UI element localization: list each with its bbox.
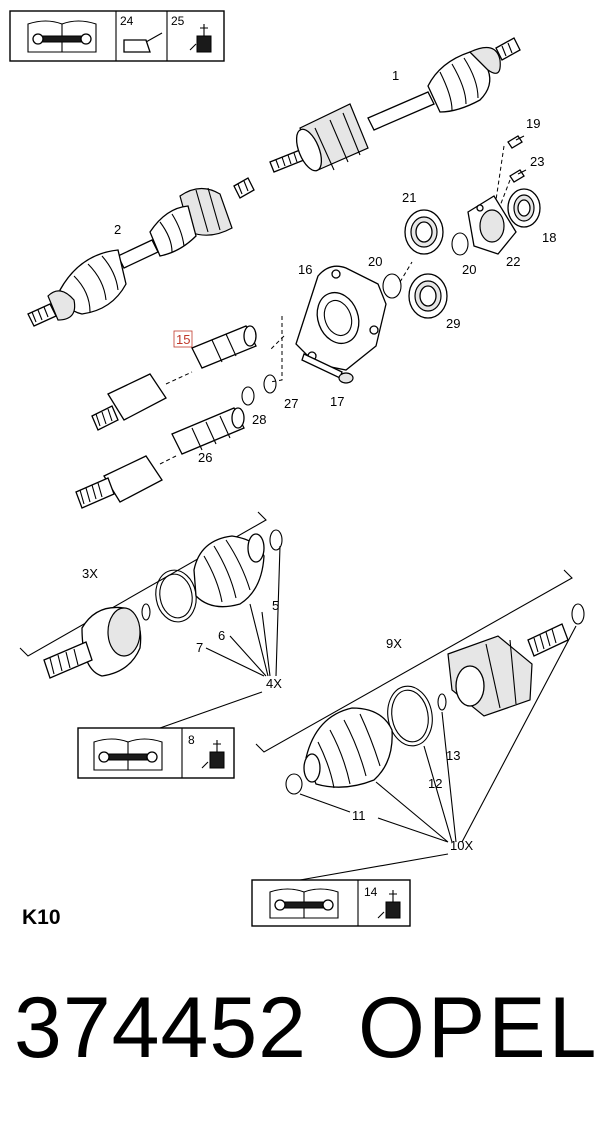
grease-tube-icon bbox=[201, 740, 225, 769]
reference-box-14: 14 bbox=[251, 879, 411, 927]
top-reference-box: 24 25 bbox=[9, 10, 225, 62]
bolt-19 bbox=[507, 135, 525, 149]
stub-shaft-upper bbox=[91, 373, 167, 431]
bolt-17 bbox=[301, 353, 354, 384]
assembly-line bbox=[495, 145, 505, 201]
clamp-5 bbox=[269, 529, 283, 551]
brand-name: OPEL bbox=[358, 980, 600, 1076]
label-19: 19 bbox=[526, 116, 540, 131]
page-code: K10 bbox=[22, 906, 61, 929]
label-11: 11 bbox=[352, 808, 366, 823]
bearing-bracket-16 bbox=[295, 265, 387, 371]
label-24: 24 bbox=[120, 14, 134, 28]
inner-tripod-housing bbox=[447, 623, 569, 717]
manual-book-icon bbox=[27, 20, 97, 53]
clamp-13 bbox=[437, 693, 447, 711]
label-8: 8 bbox=[188, 733, 195, 747]
manual-book-icon bbox=[93, 738, 163, 771]
seal-ring-28 bbox=[241, 386, 255, 406]
seal-ring-27 bbox=[263, 374, 277, 394]
clamp-7 bbox=[141, 603, 151, 621]
label-7: 7 bbox=[196, 640, 203, 655]
bearing-housing-22 bbox=[467, 195, 517, 255]
assembly-line bbox=[269, 316, 283, 383]
stub-shaft-lower bbox=[75, 455, 163, 509]
label-5: 5 bbox=[272, 598, 279, 613]
driveshaft-1 bbox=[269, 37, 521, 173]
leader-line-14 bbox=[299, 853, 449, 881]
label-25: 25 bbox=[171, 14, 185, 28]
boot-outer bbox=[193, 533, 265, 608]
kit-9x-bracket bbox=[255, 569, 573, 753]
grease-tube-icon bbox=[189, 24, 212, 53]
oil-can-icon bbox=[123, 32, 163, 53]
label-2: 2 bbox=[114, 222, 121, 237]
label-6: 6 bbox=[218, 628, 225, 643]
bearing-21 bbox=[404, 209, 444, 255]
label-15: 15 bbox=[176, 332, 190, 347]
label-26: 26 bbox=[198, 450, 212, 465]
kit-9x bbox=[255, 569, 585, 795]
label-1: 1 bbox=[392, 68, 399, 83]
label-23: 23 bbox=[530, 154, 544, 169]
label-20b: 20 bbox=[462, 262, 476, 277]
assembly-line bbox=[399, 261, 413, 283]
label-10x: 10X bbox=[450, 838, 473, 853]
label-13: 13 bbox=[446, 748, 460, 763]
label-28: 28 bbox=[252, 412, 266, 427]
bearing-18 bbox=[507, 188, 541, 228]
clamp-11 bbox=[285, 773, 303, 795]
assembly-line bbox=[165, 371, 193, 385]
kit-3x-bracket bbox=[19, 511, 267, 657]
kit-3x bbox=[19, 511, 283, 679]
grease-tube-icon bbox=[377, 890, 401, 919]
bolt-23 bbox=[509, 169, 527, 183]
circlip-20-left bbox=[382, 273, 402, 299]
driveshaft-2 bbox=[27, 177, 255, 327]
part-number: 374452 bbox=[14, 980, 307, 1076]
clamp-right bbox=[571, 603, 585, 625]
leader-lines-10x bbox=[299, 625, 577, 843]
label-27: 27 bbox=[284, 396, 298, 411]
label-20a: 20 bbox=[368, 254, 382, 269]
label-16: 16 bbox=[298, 262, 312, 277]
bearing-29 bbox=[408, 273, 448, 319]
assembly-line bbox=[499, 179, 511, 207]
reference-box-8: 8 bbox=[77, 727, 235, 779]
intermediate-shaft-15 bbox=[191, 325, 257, 369]
intermediate-shaft-26 bbox=[171, 407, 245, 455]
label-17: 17 bbox=[330, 394, 344, 409]
label-3x: 3X bbox=[82, 566, 98, 581]
label-22: 22 bbox=[506, 254, 520, 269]
leader-lines-4x bbox=[205, 545, 281, 677]
circlip-20-right bbox=[451, 232, 469, 256]
label-9x: 9X bbox=[386, 636, 402, 651]
label-4x: 4X bbox=[266, 676, 282, 691]
manual-book-icon bbox=[269, 888, 339, 919]
clamp-6 bbox=[155, 569, 197, 623]
leader-line-8 bbox=[159, 691, 263, 729]
label-15-highlight bbox=[173, 330, 193, 348]
boot-inner bbox=[303, 707, 393, 789]
label-29: 29 bbox=[446, 316, 460, 331]
label-18: 18 bbox=[542, 230, 556, 245]
outer-cv-joint bbox=[43, 606, 142, 679]
label-21: 21 bbox=[402, 190, 416, 205]
label-14: 14 bbox=[364, 885, 378, 899]
clamp-12 bbox=[387, 685, 433, 747]
assembly-line bbox=[159, 455, 177, 465]
